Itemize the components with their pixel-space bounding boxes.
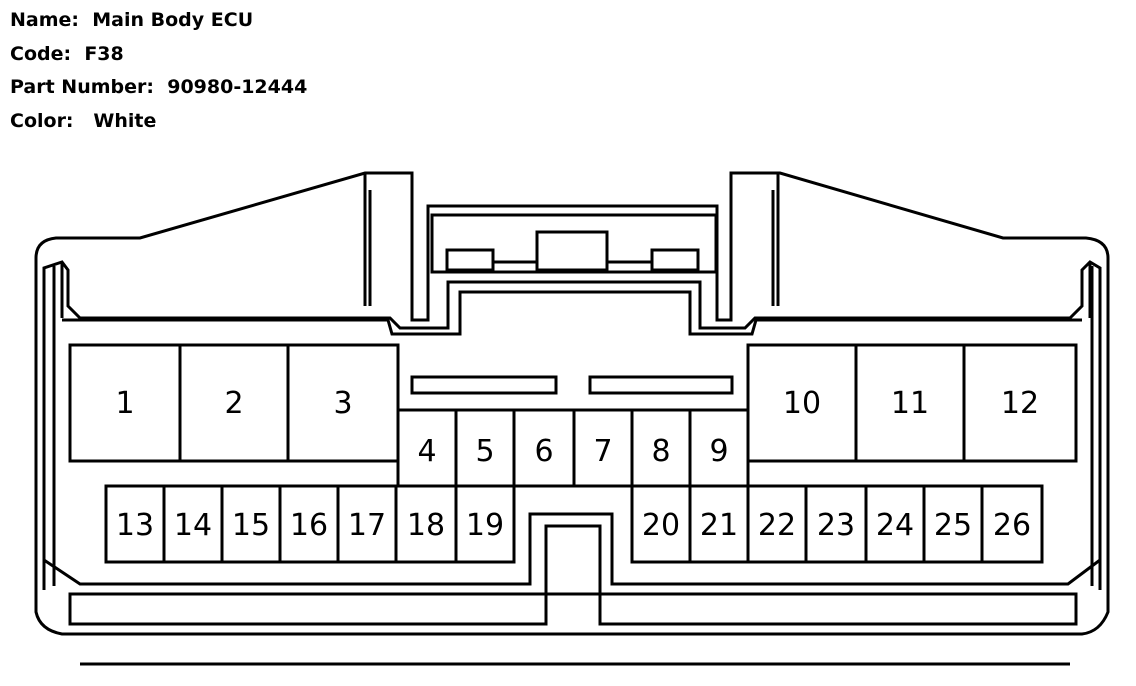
code-line: Code: F38 — [10, 38, 307, 72]
name-label: Name: — [10, 9, 80, 31]
pin-label-23: 23 — [817, 508, 855, 543]
part-number-line: Part Number: 90980-12444 — [10, 71, 307, 105]
housing-outer-outline — [34, 171, 1110, 636]
pin-label-17: 17 — [348, 508, 386, 543]
housing-inner-outline — [42, 260, 1102, 590]
left-latch-bar — [363, 173, 372, 306]
connector-housing — [34, 171, 1110, 666]
pin-label-2: 2 — [224, 386, 243, 421]
large-pin-group-right — [746, 343, 1078, 463]
pin-label-7: 7 — [593, 434, 612, 469]
color-label: Color: — [10, 109, 74, 132]
bottom-pin-group — [104, 484, 1044, 564]
pin-label-12: 12 — [1001, 386, 1039, 421]
pin-label-26: 26 — [993, 508, 1031, 543]
pin-label-15: 15 — [232, 508, 270, 543]
pin-label-13: 13 — [116, 508, 154, 543]
pin-label-19: 19 — [466, 508, 504, 543]
lock-tab-left-block — [445, 248, 495, 272]
pin-labels: 1 2 3 10 11 12 4 5 6 7 8 9 13 14 15 16 1… — [115, 386, 1039, 543]
pin-label-5: 5 — [475, 434, 494, 469]
part-number-value: 90980-12444 — [167, 76, 308, 98]
bottom-base-outline — [43, 512, 1101, 586]
pin-cavity-26 — [980, 484, 1044, 564]
bottom-base-inner — [68, 524, 1078, 626]
inner-step-line — [62, 290, 1082, 336]
name-value: Main Body ECU — [92, 9, 254, 31]
large-pin-group-left — [68, 343, 400, 463]
pin-label-24: 24 — [876, 508, 914, 543]
pin-label-16: 16 — [290, 508, 328, 543]
color-value: White — [93, 109, 157, 132]
pin-label-14: 14 — [174, 508, 212, 543]
top-lock-tab — [430, 213, 718, 274]
pin-label-8: 8 — [651, 434, 670, 469]
code-value: F38 — [84, 42, 124, 65]
code-label: Code: — [10, 42, 72, 65]
pin-label-25: 25 — [934, 508, 972, 543]
right-flank-rib — [1088, 262, 1094, 586]
part-number-label: Part Number: — [10, 76, 154, 98]
pin-label-6: 6 — [534, 434, 553, 469]
pin-cavity-12 — [962, 343, 1078, 463]
pin-cavity-3 — [286, 343, 400, 463]
pin-label-11: 11 — [891, 386, 929, 421]
pin-label-1: 1 — [115, 386, 134, 421]
upper-slot-right — [588, 375, 734, 395]
pin-label-3: 3 — [333, 386, 352, 421]
pin-label-20: 20 — [642, 508, 680, 543]
pin-label-4: 4 — [417, 434, 436, 469]
upper-slot-left — [410, 375, 558, 395]
connector-info: Name: Main Body ECU Code: F38 Part Numbe… — [10, 4, 307, 138]
color-line: Color: White — [10, 105, 307, 139]
lock-tab-right-block — [650, 248, 700, 272]
pin-label-9: 9 — [709, 434, 728, 469]
pin-cavity-19 — [454, 484, 516, 564]
lock-tab-center-block — [535, 230, 609, 272]
right-latch-bar — [771, 173, 780, 306]
pin-label-18: 18 — [407, 508, 445, 543]
pin-label-22: 22 — [758, 508, 796, 543]
left-flank-rib — [52, 262, 64, 586]
pin-label-21: 21 — [700, 508, 738, 543]
pin-label-10: 10 — [783, 386, 821, 421]
name-line: Name: Main Body ECU — [10, 4, 307, 38]
middle-pin-group — [396, 408, 750, 488]
